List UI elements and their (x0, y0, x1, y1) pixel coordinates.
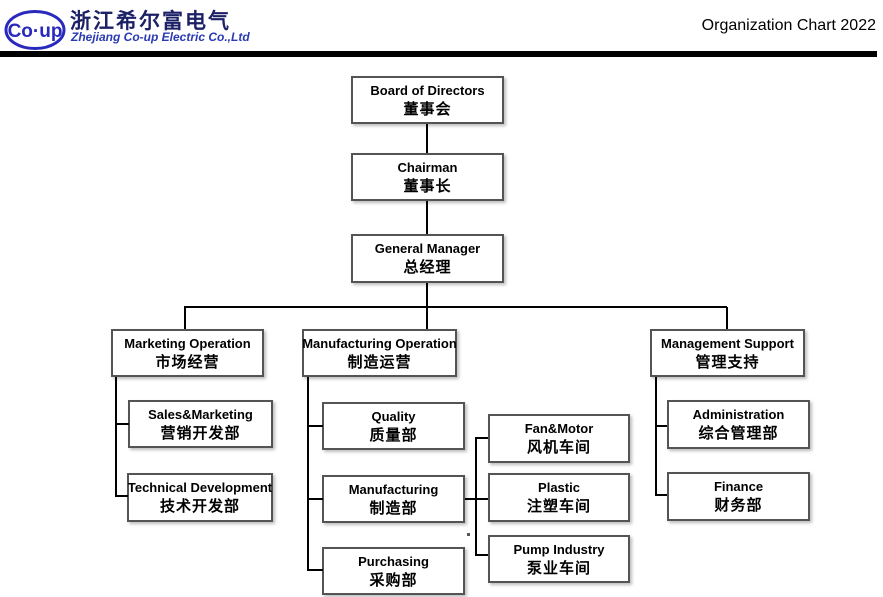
org-node-manufacturing-operation: Manufacturing Operation 制造运营 (302, 329, 457, 377)
connector-rail-marketing (184, 307, 186, 329)
coup-logo-text: Co·up (8, 21, 63, 42)
node-label-cn: 管理支持 (695, 353, 760, 371)
node-label-en: Manufacturing (348, 481, 439, 497)
connector-stub-administration (655, 425, 667, 427)
org-node-management-support: Management Support 管理支持 (650, 329, 805, 377)
org-node-plastic: Plastic 注塑车间 (488, 473, 630, 522)
connector-manufacturing-trunk (307, 377, 309, 571)
node-label-en: Fan&Motor (524, 421, 594, 436)
org-node-finance: Finance 财务部 (667, 472, 810, 521)
node-label-cn: 风机车间 (526, 439, 591, 456)
org-node-pump-industry: Pump Industry 泵业车间 (488, 535, 630, 583)
node-label-en: Purchasing (358, 553, 429, 569)
connector-stub-manufacturing-dept (307, 498, 323, 500)
node-label-en: Technical Development (127, 480, 273, 495)
company-name-en: Zhejiang Co-up Electric Co.,Ltd (71, 30, 250, 44)
node-label-en: Administration (692, 407, 785, 422)
node-label-en: Quality (371, 408, 416, 424)
node-label-en: Sales&Marketing (148, 406, 253, 422)
page-title: Organization Chart 2022 (701, 17, 876, 34)
node-label-cn: 注塑车间 (526, 498, 591, 515)
org-node-sales-marketing: Sales&Marketing 营销开发部 (128, 400, 273, 448)
stray-dot (467, 533, 470, 536)
connector-marketing-trunk (115, 377, 117, 497)
org-node-fan-motor: Fan&Motor 风机车间 (488, 414, 630, 463)
node-label-en: Pump Industry (513, 541, 605, 557)
node-label-cn: 营销开发部 (160, 424, 241, 442)
node-label-cn: 制造部 (369, 499, 418, 517)
org-node-quality: Quality 质量部 (322, 402, 465, 450)
connector-board-chairman (426, 124, 428, 153)
connector-chairman-gm (426, 201, 428, 234)
page-header: Co·up 浙江希尔富电气 Zhejiang Co-up Electric Co… (0, 0, 883, 58)
node-label-en: Marketing Operation (124, 335, 251, 351)
connector-stub-pump (475, 554, 488, 556)
coup-logo-icon: Co·up (4, 10, 66, 50)
org-node-technical-development: Technical Development 技术开发部 (127, 473, 273, 522)
header-divider (0, 51, 877, 57)
node-label-cn: 质量部 (369, 426, 418, 444)
node-label-cn: 总经理 (403, 259, 452, 276)
org-node-purchasing: Purchasing 采购部 (322, 547, 465, 595)
node-label-cn: 采购部 (369, 571, 418, 589)
org-node-manufacturing-dept: Manufacturing 制造部 (322, 475, 465, 523)
connector-rail-management (726, 307, 728, 329)
connector-main-rail (184, 306, 727, 308)
node-label-en: Manufacturing Operation (302, 335, 457, 351)
node-label-cn: 董事会 (403, 100, 452, 118)
company-name-cn: 浙江希尔富电气 (70, 10, 231, 33)
node-label-cn: 市场经营 (155, 353, 220, 371)
node-label-en: Chairman (397, 159, 458, 175)
node-label-en: General Manager (374, 241, 481, 256)
node-label-en: Board of Directors (370, 82, 485, 98)
node-label-cn: 制造运营 (347, 353, 412, 371)
org-node-marketing-operation: Marketing Operation 市场经营 (111, 329, 264, 377)
node-label-cn: 技术开发部 (159, 498, 240, 515)
connector-stub-quality (307, 425, 323, 427)
org-node-chairman: Chairman 董事长 (351, 153, 504, 201)
connector-management-trunk (655, 377, 657, 496)
connector-stub-technical (115, 495, 128, 497)
connector-stub-purchasing (307, 569, 323, 571)
org-node-board-of-directors: Board of Directors 董事会 (351, 76, 504, 124)
connector-workshop-trunk (475, 437, 477, 556)
connector-stub-sales (115, 423, 129, 425)
node-label-en: Finance (713, 479, 764, 494)
org-node-administration: Administration 综合管理部 (667, 400, 810, 449)
node-label-cn: 综合管理部 (698, 425, 779, 442)
node-label-en: Management Support (661, 335, 794, 351)
connector-stub-fan-motor (475, 437, 488, 439)
connector-stub-finance (655, 494, 667, 496)
node-label-cn: 泵业车间 (526, 559, 591, 577)
node-label-cn: 董事长 (403, 177, 452, 195)
org-node-general-manager: General Manager 总经理 (351, 234, 504, 283)
node-label-cn: 财务部 (714, 497, 763, 514)
node-label-en: Plastic (538, 480, 580, 495)
